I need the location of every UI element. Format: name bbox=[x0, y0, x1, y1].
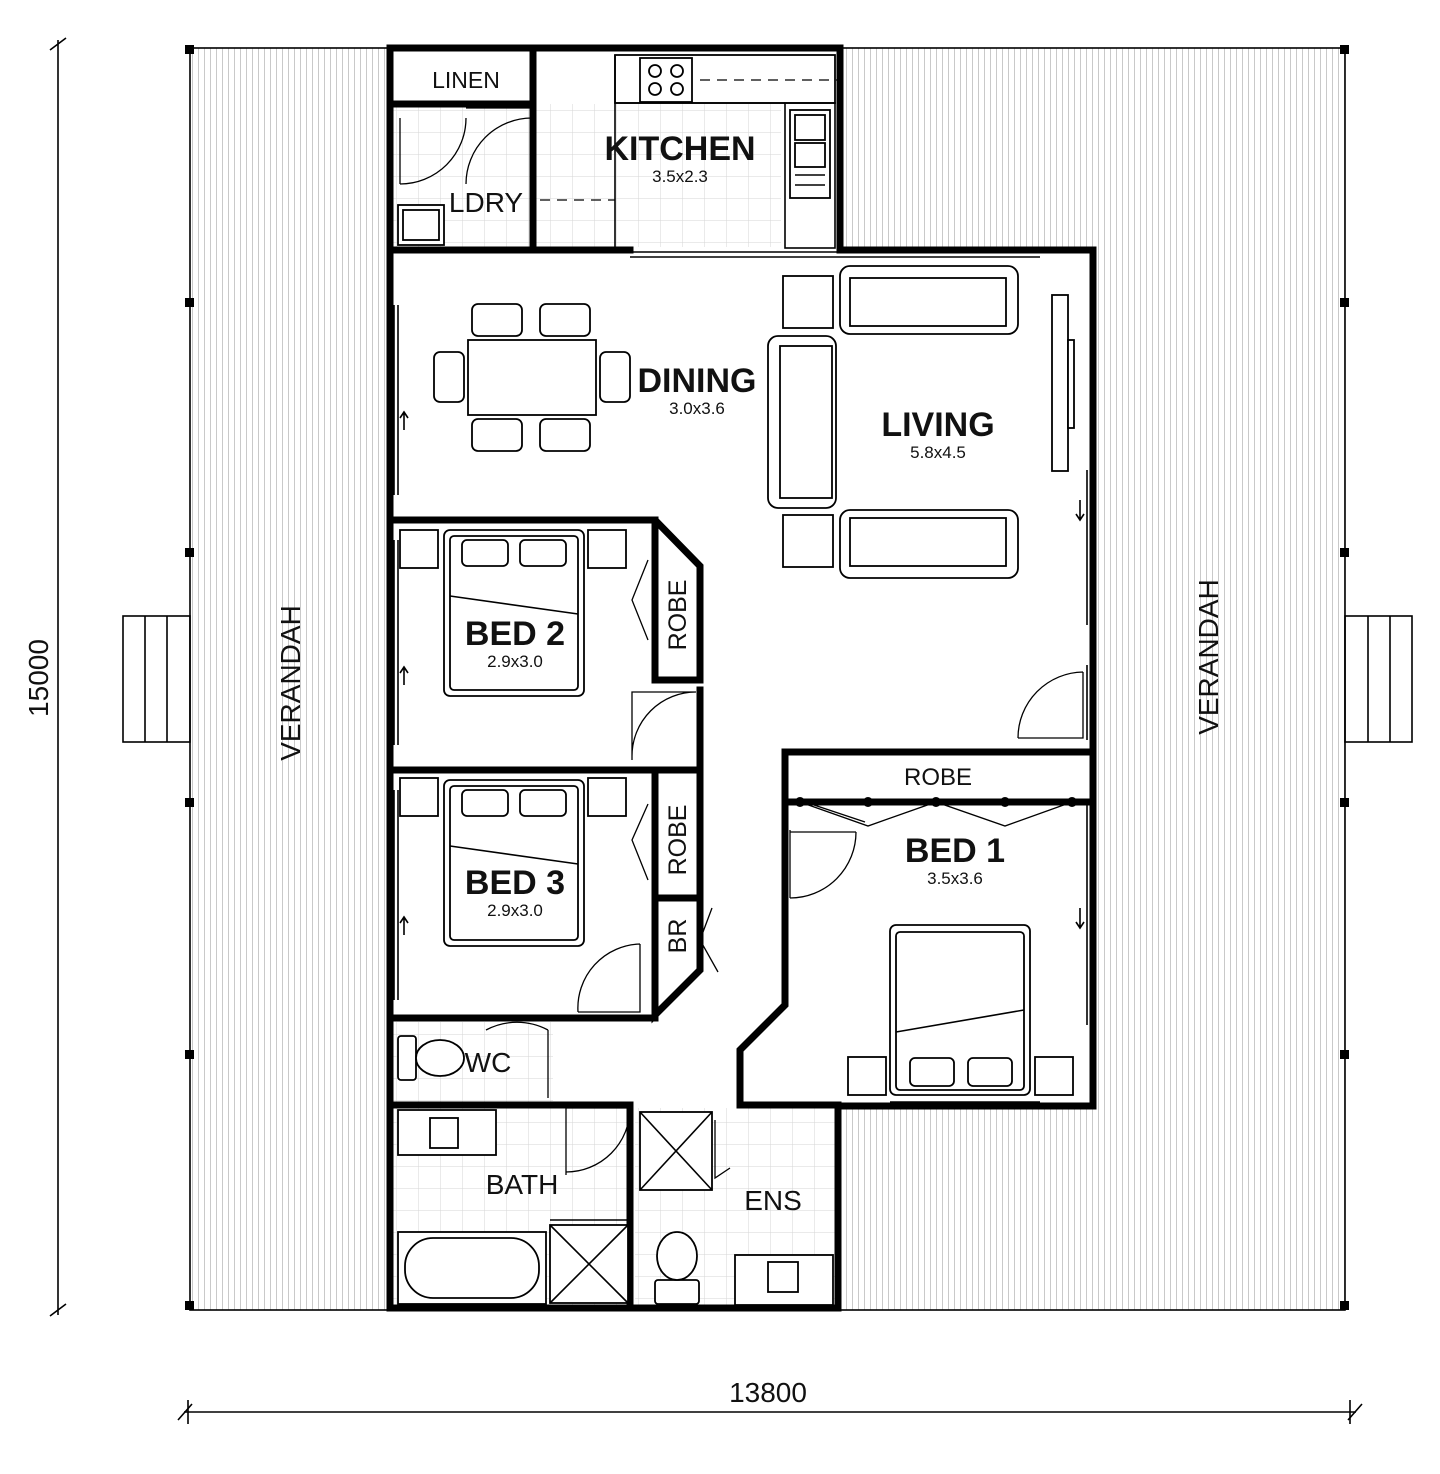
bed2-furniture bbox=[399, 529, 627, 697]
label-dining: DINING bbox=[638, 362, 757, 400]
robe-door-posts bbox=[795, 797, 1077, 807]
bed1-furniture bbox=[847, 924, 1074, 1096]
kitchen-fixtures bbox=[540, 54, 840, 249]
bath-fixtures bbox=[397, 1109, 629, 1305]
label-kitchen: KITCHEN bbox=[604, 130, 755, 168]
right-steps bbox=[1344, 615, 1413, 743]
label-bed1: BED 1 bbox=[905, 832, 1005, 870]
height-dimension: 15000 bbox=[23, 639, 54, 717]
window-arrows bbox=[399, 410, 1085, 935]
label-verandah-right: VERANDAH bbox=[1193, 579, 1224, 735]
label-bed2: BED 2 bbox=[465, 615, 565, 653]
bed2-size: 2.9x3.0 bbox=[487, 652, 543, 671]
label-robe-bed2: ROBE bbox=[664, 580, 692, 651]
width-dimension: 13800 bbox=[729, 1377, 807, 1408]
walls bbox=[386, 44, 1097, 1312]
wc-toilet bbox=[397, 1035, 465, 1081]
windows bbox=[393, 251, 1092, 1103]
left-steps bbox=[122, 615, 191, 743]
verandah-posts bbox=[185, 45, 1349, 1310]
living-furniture bbox=[767, 265, 1075, 579]
bed3-furniture bbox=[399, 777, 627, 947]
laundry-tub bbox=[397, 204, 445, 246]
dining-table bbox=[433, 303, 631, 452]
dimension-lines bbox=[49, 37, 1363, 1424]
label-robe-bed1: ROBE bbox=[904, 764, 972, 791]
label-bath: BATH bbox=[486, 1169, 559, 1200]
dining-size: 3.0x3.6 bbox=[669, 399, 725, 418]
label-wc: WC bbox=[465, 1047, 512, 1078]
doors bbox=[399, 107, 1084, 1180]
label-br: BR bbox=[664, 919, 692, 954]
label-living: LIVING bbox=[881, 406, 994, 444]
label-bed3: BED 3 bbox=[465, 864, 565, 902]
room-labels: LINEN LDRY KITCHEN 3.5x2.3 DINING 3.0x3.… bbox=[275, 67, 1224, 1216]
bed1-size: 3.5x3.6 bbox=[927, 869, 983, 888]
label-robe-bed3: ROBE bbox=[664, 805, 692, 876]
label-linen: LINEN bbox=[432, 67, 500, 93]
dimension-labels: 13800 15000 bbox=[23, 639, 807, 1408]
bed3-size: 2.9x3.0 bbox=[487, 901, 543, 920]
label-verandah-left: VERANDAH bbox=[275, 605, 306, 761]
label-ensuite: ENS bbox=[744, 1185, 802, 1216]
kitchen-size: 3.5x2.3 bbox=[652, 167, 708, 186]
living-size: 5.8x4.5 bbox=[910, 443, 966, 462]
ensuite-fixtures bbox=[639, 1111, 834, 1306]
label-laundry: LDRY bbox=[449, 187, 524, 218]
